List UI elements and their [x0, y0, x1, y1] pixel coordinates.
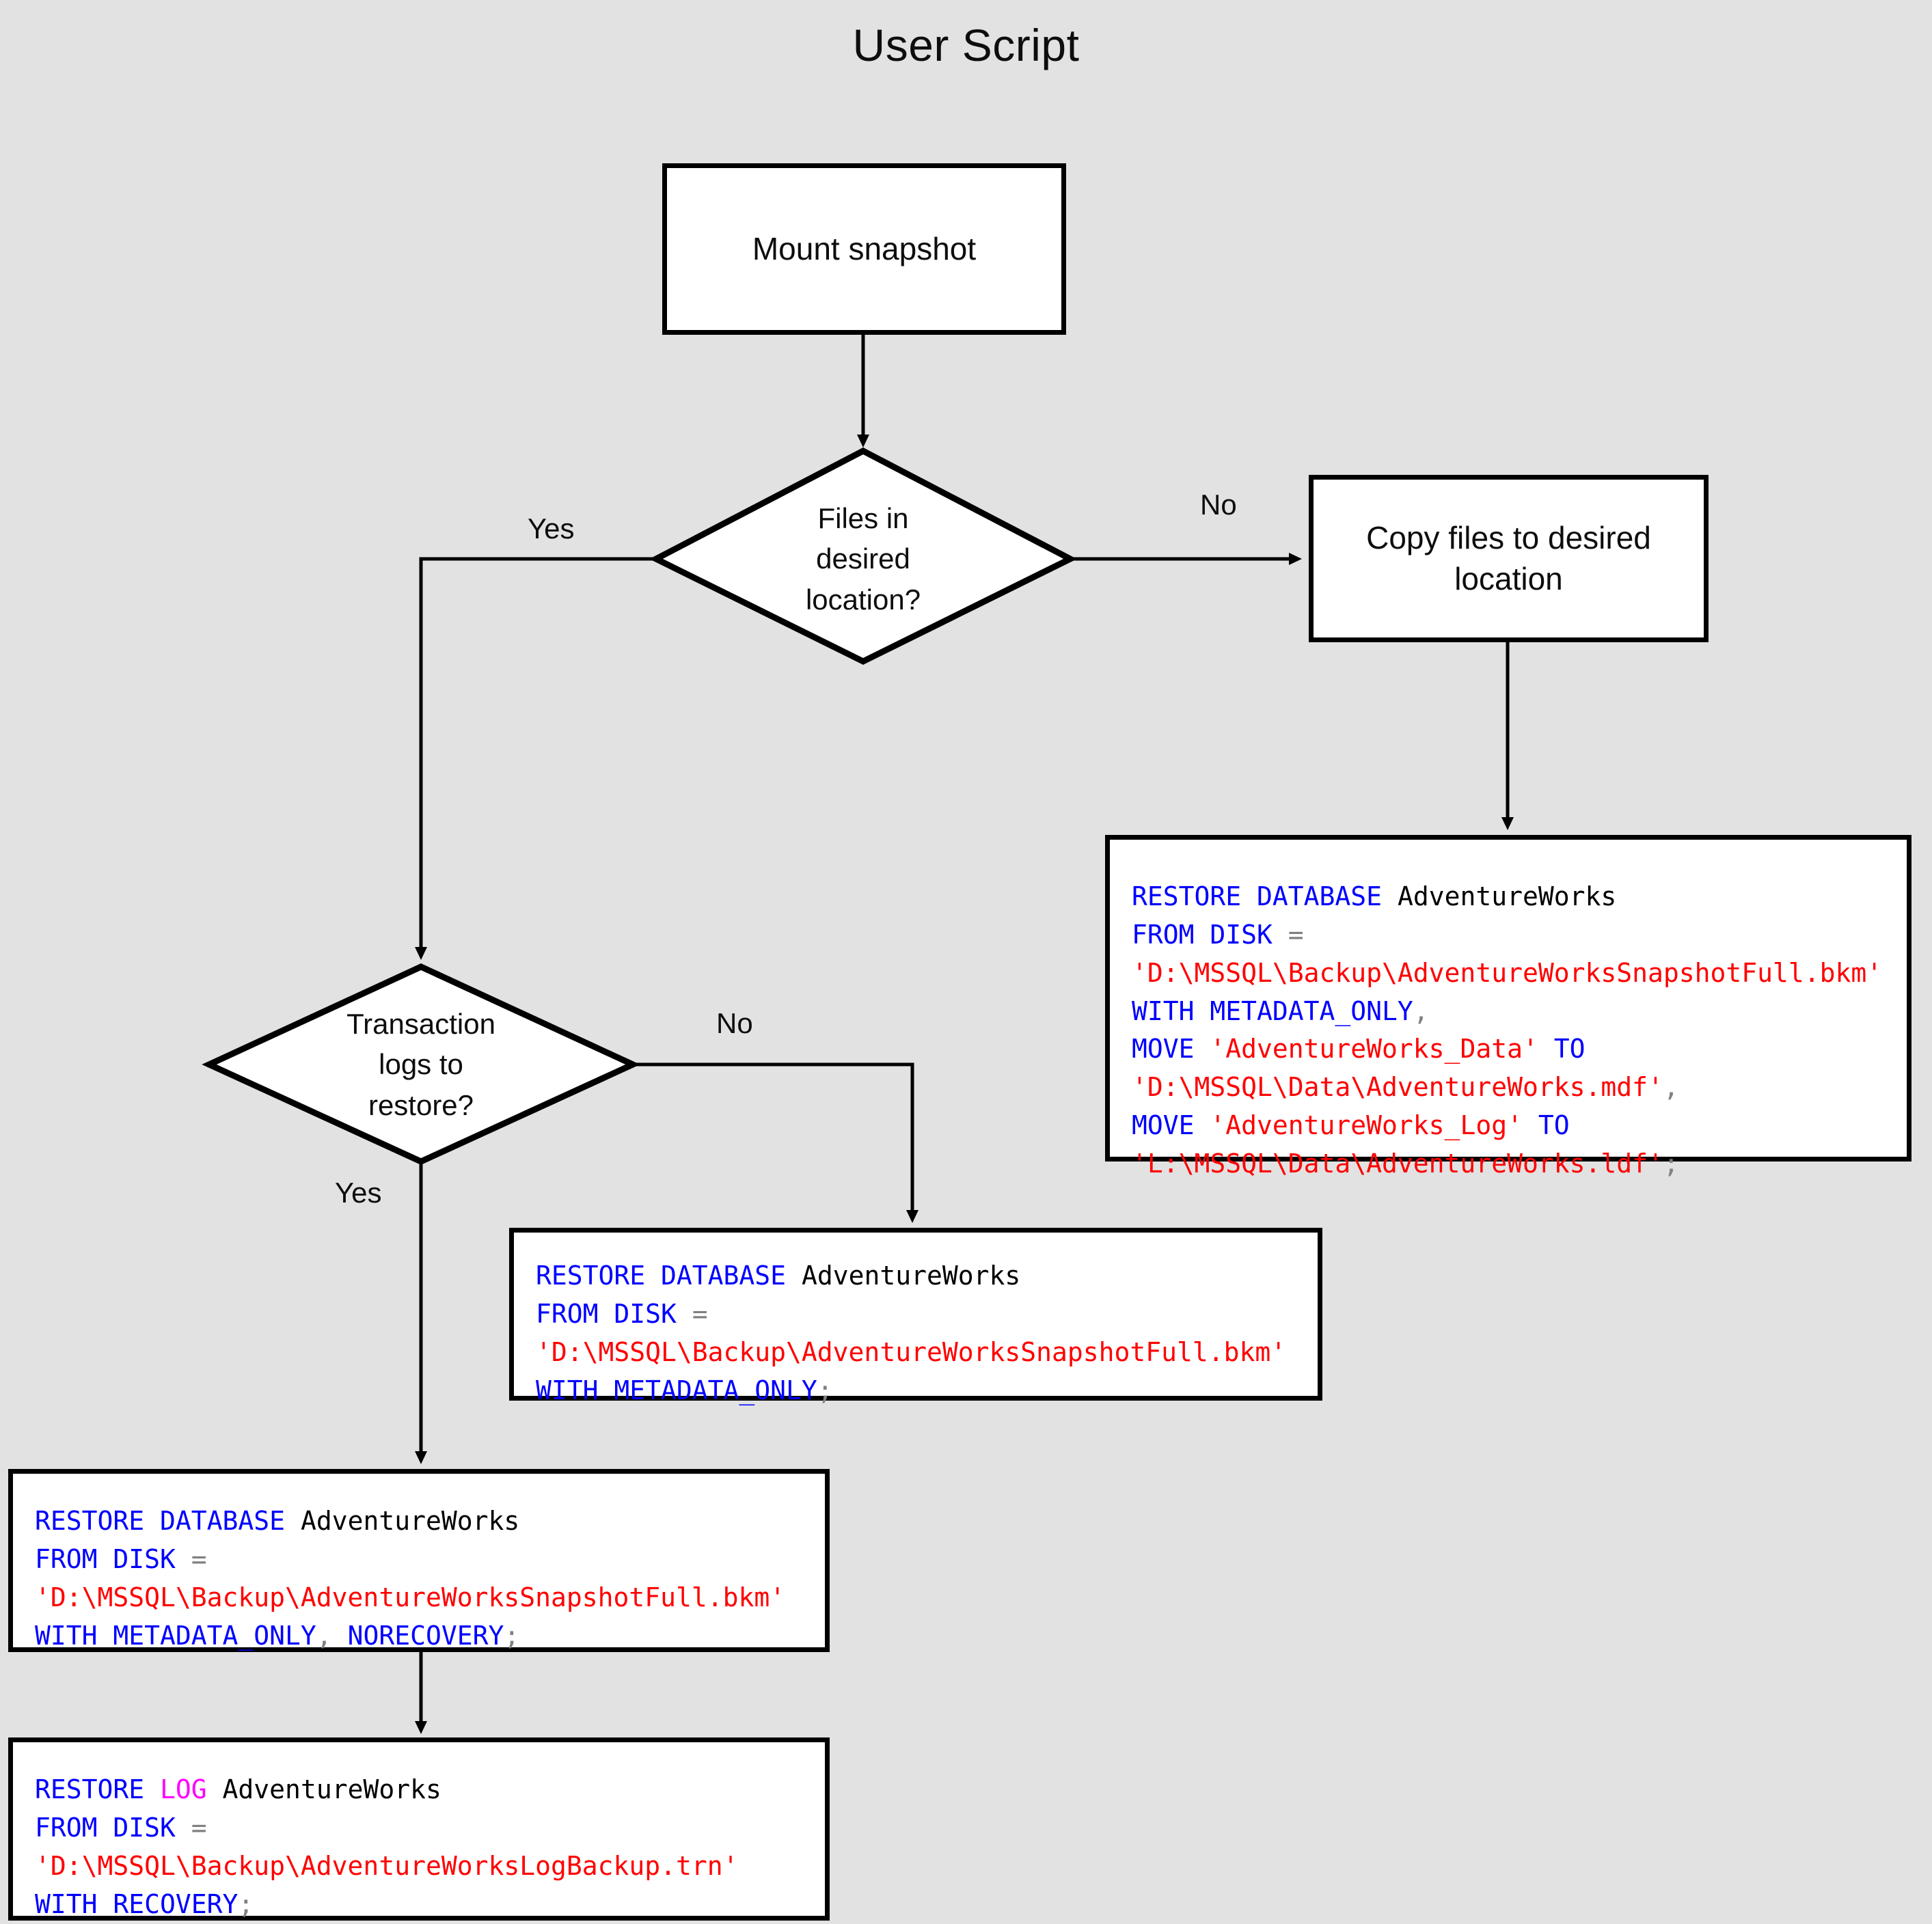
- code-token-op: =: [692, 1298, 708, 1329]
- code-line: RESTORE DATABASE AdventureWorks: [35, 1502, 825, 1541]
- code-line: WITH METADATA_ONLY,: [1132, 993, 1907, 1031]
- code-token-op: =: [1288, 919, 1304, 950]
- code-line: 'D:\MSSQL\Backup\AdventureWorksSnapshotF…: [1132, 954, 1907, 993]
- code-token-kw: FROM DISK: [35, 1812, 191, 1843]
- code-line: FROM DISK =: [536, 1295, 1318, 1334]
- code-token-str: 'D:\MSSQL\Data\AdventureWorks.mdf': [1132, 1072, 1663, 1103]
- code-line: FROM DISK =: [35, 1541, 825, 1579]
- code-line: RESTORE LOG AdventureWorks: [35, 1771, 825, 1809]
- decision-files-in-location-shape: [649, 447, 1077, 665]
- code-token-kw: RESTORE DATABASE: [536, 1261, 802, 1291]
- edge-label-files-yes: Yes: [528, 512, 575, 545]
- code-line: MOVE 'AdventureWorks_Log' TO: [1132, 1107, 1907, 1145]
- code-token-kw: TO: [1538, 1034, 1586, 1064]
- code-line: WITH METADATA_ONLY, NORECOVERY;: [35, 1617, 825, 1655]
- code-line: 'D:\MSSQL\Backup\AdventureWorksLogBackup…: [35, 1847, 825, 1886]
- code-token-op: ;: [817, 1375, 833, 1405]
- code-token-id: AdventureWorks: [801, 1261, 1021, 1291]
- node-mount-snapshot-label: Mount snapshot: [752, 230, 977, 266]
- code-token-str: 'AdventureWorks_Data': [1210, 1034, 1538, 1064]
- node-mount-snapshot[interactable]: Mount snapshot: [662, 163, 1066, 335]
- code-token-id: AdventureWorks: [300, 1506, 520, 1536]
- edge-files-yes-to-logs: [415, 557, 656, 960]
- code-line: WITH METADATA_ONLY;: [536, 1372, 1318, 1410]
- edge-logs-no-to-metadata: [633, 1062, 919, 1223]
- code-token-kw: FROM DISK: [536, 1298, 692, 1329]
- page-title: User Script: [852, 20, 1080, 70]
- code-token-kw: FROM DISK: [35, 1543, 191, 1574]
- code-token-str: 'L:\MSSQL\Data\AdventureWorks.ldf': [1132, 1149, 1663, 1179]
- code-token-kw: WITH METADATA_ONLY: [35, 1620, 316, 1651]
- code-token-id: AdventureWorks: [206, 1774, 441, 1804]
- code-token-kw: WITH RECOVERY: [35, 1888, 239, 1919]
- code-line: WITH RECOVERY;: [35, 1886, 825, 1924]
- code-line: 'D:\MSSQL\Backup\AdventureWorksSnapshotF…: [536, 1334, 1318, 1372]
- code-token-kw: TO: [1522, 1110, 1570, 1141]
- code-token-kw: NORECOVERY: [331, 1620, 504, 1651]
- decision-transaction-logs-shape: [202, 963, 640, 1165]
- code-token-str: 'D:\MSSQL\Backup\AdventureWorksSnapshotF…: [35, 1582, 786, 1612]
- edge-label-logs-yes: Yes: [335, 1177, 382, 1209]
- edge-label-logs-no: No: [716, 1007, 753, 1039]
- code-token-kw: FROM DISK: [1132, 919, 1288, 950]
- code-line: 'D:\MSSQL\Backup\AdventureWorksSnapshotF…: [35, 1579, 825, 1617]
- code-token-kw: MOVE: [1132, 1110, 1210, 1141]
- code-token-op: ;: [238, 1888, 254, 1919]
- code-token-id: AdventureWorks: [1397, 881, 1617, 911]
- code-token-op: ;: [504, 1620, 520, 1651]
- code-token-log: LOG: [160, 1774, 207, 1804]
- code-token-op: ;: [1663, 1149, 1679, 1179]
- code-token-op: =: [191, 1812, 207, 1843]
- code-line: RESTORE DATABASE AdventureWorks: [1132, 878, 1907, 916]
- code-token-kw: RESTORE: [35, 1774, 161, 1804]
- code-token-str: 'AdventureWorks_Log': [1210, 1110, 1523, 1141]
- code-token-op: ,: [316, 1620, 332, 1651]
- code-line: MOVE 'AdventureWorks_Data' TO: [1132, 1030, 1907, 1069]
- code-token-op: ,: [1413, 995, 1429, 1026]
- code-token-str: 'D:\MSSQL\Backup\AdventureWorksSnapshotF…: [1132, 957, 1883, 988]
- code-token-kw: RESTORE DATABASE: [35, 1506, 301, 1536]
- node-copy-files-label: Copy files to desired location: [1366, 519, 1651, 596]
- code-token-str: 'D:\MSSQL\Backup\AdventureWorksSnapshotF…: [536, 1336, 1287, 1367]
- code-token-op: =: [191, 1543, 207, 1574]
- code-token-str: 'D:\MSSQL\Backup\AdventureWorksLogBackup…: [35, 1850, 739, 1881]
- node-copy-files[interactable]: Copy files to desired location: [1309, 475, 1709, 642]
- code-token-kw: WITH METADATA_ONLY: [536, 1375, 817, 1405]
- code-line: FROM DISK =: [1132, 916, 1907, 954]
- code-token-op: ,: [1663, 1072, 1679, 1103]
- code-token-kw: WITH METADATA_ONLY: [1132, 995, 1413, 1026]
- code-line: 'L:\MSSQL\Data\AdventureWorks.ldf';: [1132, 1145, 1907, 1183]
- code-line: FROM DISK =: [35, 1809, 825, 1847]
- code-token-kw: MOVE: [1132, 1034, 1210, 1064]
- code-token-kw: RESTORE DATABASE: [1132, 881, 1398, 911]
- edge-label-files-no: No: [1200, 489, 1237, 521]
- code-line: RESTORE DATABASE AdventureWorks: [536, 1257, 1318, 1295]
- code-line: 'D:\MSSQL\Data\AdventureWorks.mdf',: [1132, 1069, 1907, 1107]
